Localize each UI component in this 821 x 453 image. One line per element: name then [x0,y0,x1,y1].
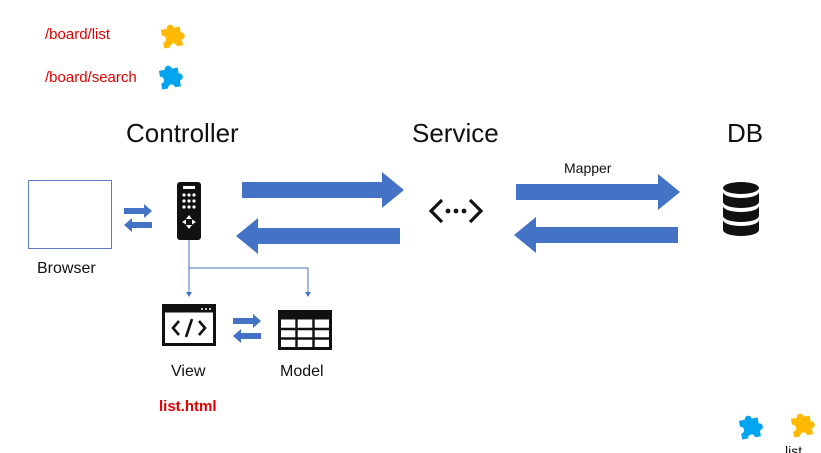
browser-controller-exchange-arrows [122,202,154,232]
db-heading: DB [727,118,764,148]
puzzle-icon [156,19,188,51]
model-label: Model [280,363,324,380]
controller-view-model-connector [150,240,320,300]
view-model-exchange-arrows [231,312,263,344]
db-to-service-arrow [512,215,680,255]
cut-off-label: list [785,444,803,453]
view-label: View [171,363,206,380]
puzzle-icon [154,60,186,92]
controller-heading: Controller [126,118,239,148]
controller-to-service-arrow [240,170,406,210]
service-to-db-arrow [514,172,682,212]
route-board-list: /board/list [45,26,111,43]
table-icon [278,310,332,350]
database-icon [721,180,761,238]
service-to-controller-arrow [234,216,402,256]
browser-label: Browser [37,260,96,277]
route-board-search: /board/search [45,69,137,86]
service-heading: Service [412,118,499,148]
puzzle-icon [734,410,766,442]
puzzle-icon [786,408,818,440]
network-icon [428,196,484,226]
mapper-label: Mapper [564,160,612,176]
browser-box [28,180,112,249]
remote-control-icon [176,181,202,241]
code-window-icon [162,304,216,346]
view-file-label: list.html [159,398,217,415]
